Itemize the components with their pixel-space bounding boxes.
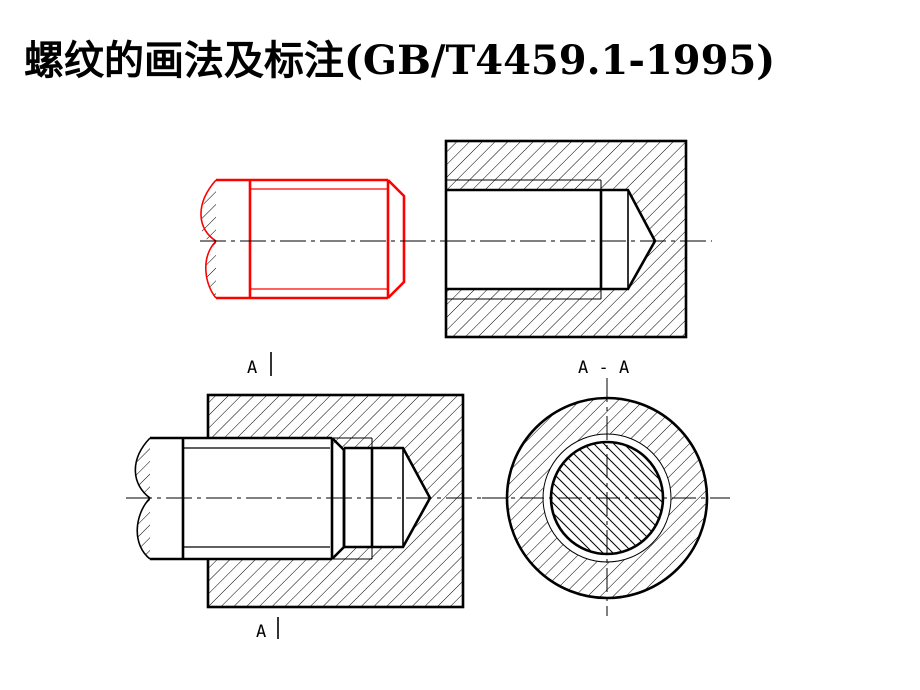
external-thread-chamfer <box>387 179 406 299</box>
section-label-top: A <box>247 358 257 378</box>
internal-thread-outline <box>444 139 688 339</box>
external-thread-break-hatch <box>200 180 216 298</box>
section-label-bottom: A <box>256 622 266 642</box>
section-view-label: A - A <box>578 358 629 378</box>
internal-thread-view <box>444 139 688 339</box>
assembled-thread-view <box>134 393 465 609</box>
external-thread-view <box>200 178 406 300</box>
bolt-break-hatch <box>135 438 150 559</box>
internal-thread-hatched-body <box>446 141 686 337</box>
internal-thread-hole-outline <box>446 188 657 291</box>
section-aa-view <box>482 378 730 616</box>
slide-title: 螺纹的画法及标注(GB/T4459.1-1995) <box>24 37 776 84</box>
